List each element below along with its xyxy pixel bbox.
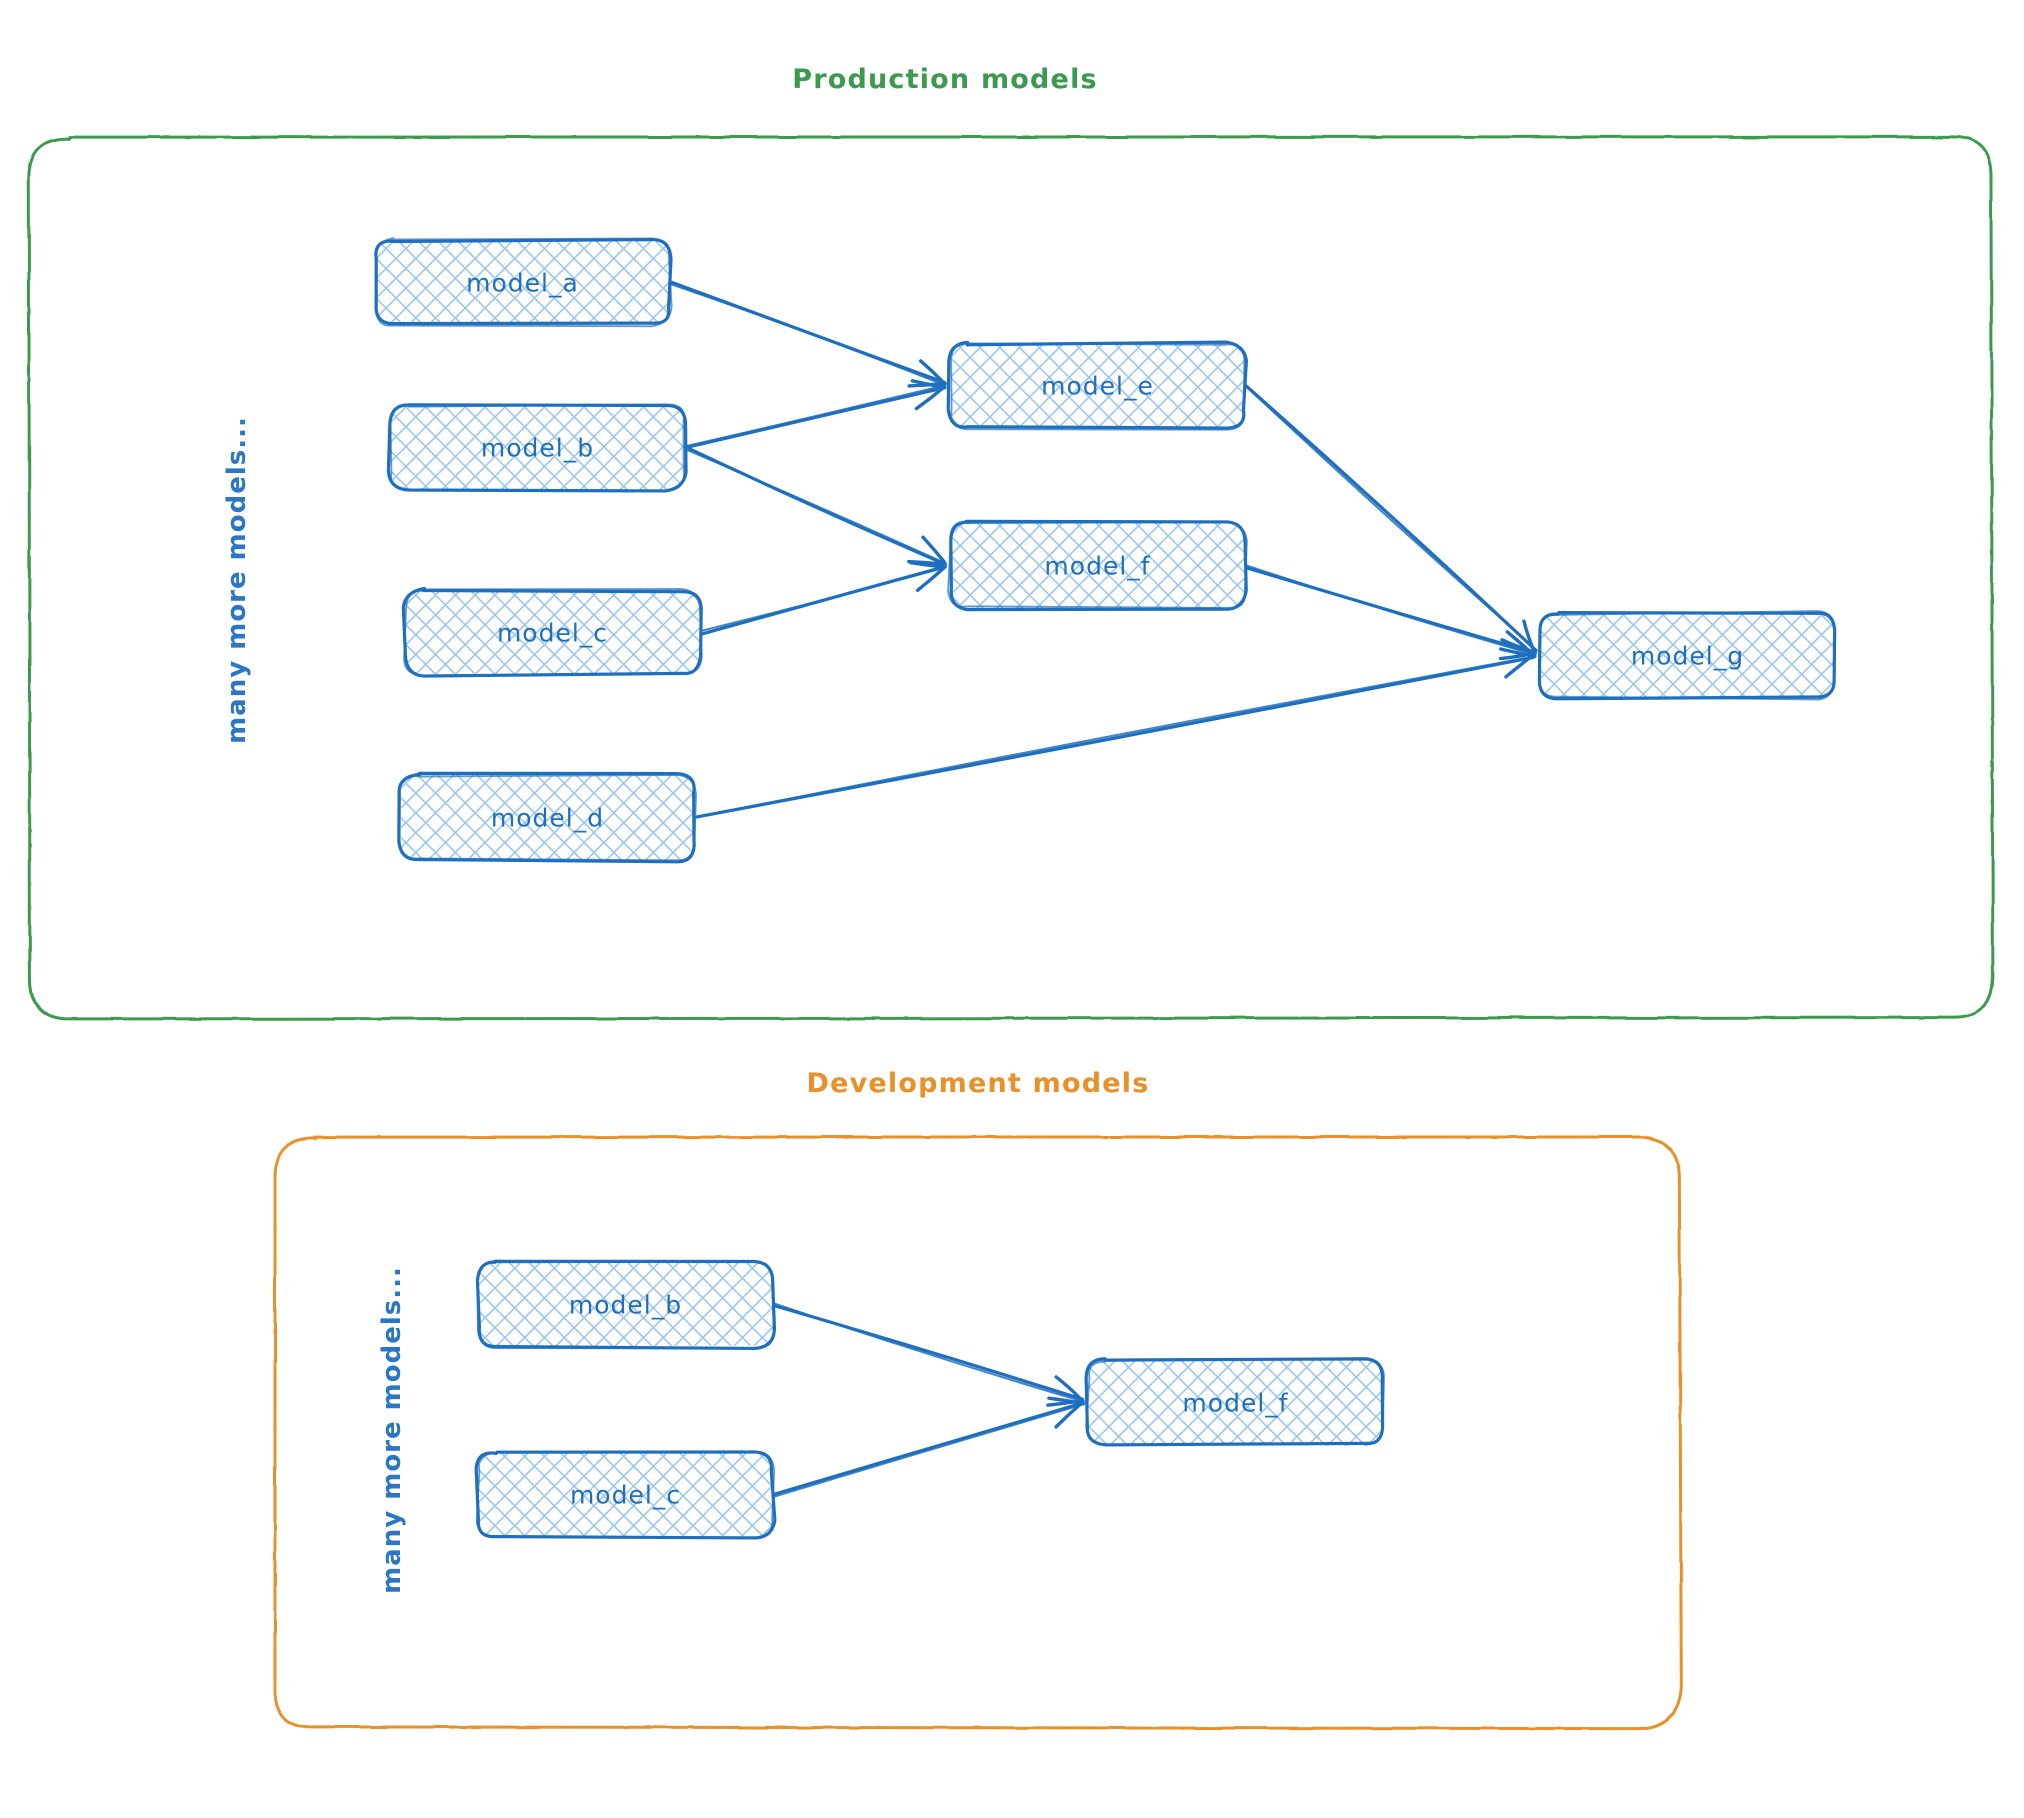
node-model_b[interactable]: model_b — [386, 403, 688, 493]
node-label-model_c: model_c — [497, 619, 608, 648]
node-label-model_a: model_a — [466, 269, 579, 298]
edge-model_b-to-model_f — [683, 445, 948, 567]
node-label-model_e: model_e — [1041, 372, 1154, 401]
edge-stroke — [695, 655, 1536, 819]
node-fill-model_g — [1538, 611, 1835, 700]
node-border-model_c — [403, 588, 703, 677]
node-label-dev_model_b: model_b — [569, 1291, 682, 1320]
arrow-head-stroke — [1498, 651, 1537, 661]
edge-model_b-to-model_e — [683, 379, 947, 450]
node-label-model_d: model_d — [491, 804, 604, 833]
edge-stroke — [668, 282, 945, 386]
edge-dev_model_b-to-dev_model_f — [769, 1301, 1085, 1407]
edge-stroke — [684, 386, 946, 450]
node-model_e[interactable]: model_e — [946, 340, 1248, 431]
edge-stroke — [770, 1401, 1084, 1497]
node-fill-model_a — [374, 239, 672, 326]
arrow-head-stroke — [1504, 653, 1535, 679]
edge-stroke — [771, 1301, 1083, 1403]
node-label-dev_model_c: model_c — [570, 1481, 681, 1510]
edge-stroke — [699, 566, 945, 632]
edge-stroke — [1242, 563, 1535, 656]
node-fill-model_d — [400, 773, 696, 862]
group-title-production: Production models — [792, 64, 1098, 95]
edge-stroke — [683, 384, 945, 448]
node-fill-model_e — [950, 342, 1246, 429]
node-border-model_f — [947, 520, 1248, 609]
node-label-model_b: model_b — [481, 434, 594, 463]
edge-model_d-to-model_g — [695, 647, 1537, 819]
node-border-model_e — [950, 342, 1246, 431]
edge-stroke — [1244, 385, 1538, 652]
node-border-model_b — [389, 403, 685, 492]
node-fill-dev_model_f — [1086, 1358, 1384, 1446]
node-model_a[interactable]: model_a — [374, 237, 673, 328]
group-container-development — [273, 1135, 1683, 1731]
edge-stroke — [695, 655, 1536, 818]
node-dev_model_c[interactable]: model_c — [474, 1450, 777, 1540]
node-border-model_a — [374, 237, 673, 328]
arrow-head-stroke — [1054, 1401, 1084, 1429]
arrow-head-stroke — [919, 359, 945, 384]
side-label-production: many more models... — [222, 416, 252, 744]
edge-model_c-to-model_f — [698, 561, 947, 637]
node-border-dev_model_f — [1085, 1357, 1385, 1446]
node-dev_model_f[interactable]: model_f — [1084, 1357, 1385, 1447]
side-label-development: many more models... — [377, 1266, 407, 1594]
node-border-model_g — [1538, 610, 1836, 701]
edges-production — [667, 279, 1538, 819]
edge-model_a-to-model_e — [667, 279, 947, 388]
node-fill-dev_model_c — [477, 1451, 774, 1537]
node-fill-model_c — [405, 588, 700, 676]
node-model_f[interactable]: model_f — [947, 519, 1248, 612]
edge-stroke — [773, 1403, 1083, 1498]
edge-stroke — [683, 447, 947, 565]
node-label-dev_model_f: model_f — [1182, 1389, 1288, 1418]
arrow-head-stroke — [914, 384, 947, 411]
node-fill-dev_model_b — [477, 1261, 774, 1347]
node-border-model_f — [949, 519, 1248, 612]
node-dev_model_b[interactable]: model_b — [475, 1259, 776, 1351]
node-model_d[interactable]: model_d — [397, 771, 697, 864]
node-fill-model_b — [389, 403, 685, 492]
node-border-model_d — [398, 774, 697, 862]
group-title-development: Development models — [807, 1068, 1150, 1099]
group-development: Development models many more models... mod… — [273, 1068, 1683, 1731]
node-model_c[interactable]: model_c — [401, 586, 703, 678]
arrow-head-stroke — [1522, 619, 1537, 655]
group-production: Production models many more models... mode… — [27, 64, 1995, 1021]
group-container-production — [27, 135, 1995, 1021]
edge-model_f-to-model_g — [1241, 563, 1538, 661]
node-fill-model_f — [948, 521, 1247, 609]
arrow-head-stroke — [915, 565, 947, 593]
node-border-dev_model_b — [476, 1260, 775, 1350]
edge-dev_model_c-to-dev_model_f — [770, 1396, 1086, 1498]
node-border-dev_model_c — [475, 1450, 776, 1539]
node-model_g[interactable]: model_g — [1537, 610, 1837, 701]
arrow-head-stroke — [909, 561, 946, 569]
arrow-head-stroke — [1046, 1398, 1085, 1407]
node-label-model_f: model_f — [1044, 552, 1150, 581]
arrow-head-stroke — [921, 535, 946, 564]
node-label-model_g: model_g — [1631, 642, 1744, 671]
edges-development — [769, 1301, 1086, 1498]
